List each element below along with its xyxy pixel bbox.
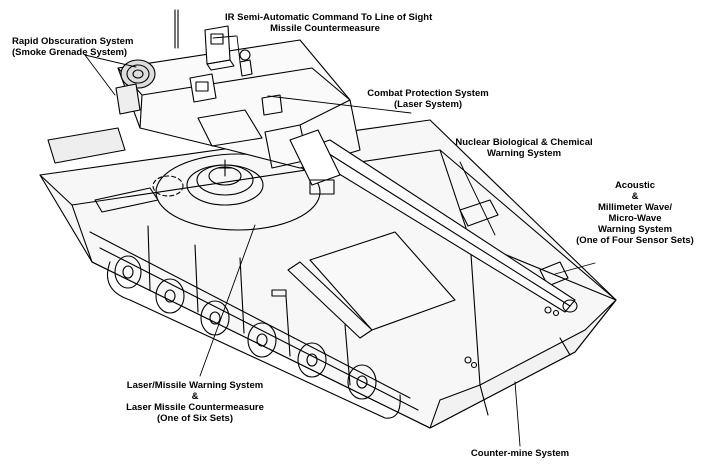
label-rapid-obscuration-line1: Rapid Obscuration System (12, 36, 134, 47)
label-ir-command-line2: Missile Countermeasure (270, 23, 380, 34)
label-ir-command: IR Semi-Automatic Command To Line of Sig… (225, 12, 433, 34)
label-laser-missile-line2: & (191, 391, 199, 402)
label-nbc-warning-line1: Nuclear Biological & Chemical (455, 137, 593, 148)
label-laser-missile: Laser/Missile Warning System & Laser Mis… (105, 380, 285, 424)
label-nbc-warning: Nuclear Biological & Chemical Warning Sy… (445, 137, 603, 159)
main-gun (289, 129, 578, 313)
road-wheels (106, 255, 401, 419)
label-combat-protection-line2: (Laser System) (393, 99, 463, 110)
label-laser-missile-line3: Laser Missile Countermeasure (126, 402, 264, 413)
label-rapid-obscuration-line2: (Smoke Grenade System) (12, 47, 128, 58)
leader-lines (84, 35, 596, 447)
turret-ring (152, 153, 321, 231)
label-counter-mine: Counter-mine System (445, 448, 595, 459)
label-acoustic-line3: Millimeter Wave/ (597, 202, 673, 213)
label-combat-protection: Combat Protection System (Laser System) (363, 88, 493, 110)
combat-protection-box (189, 73, 283, 116)
label-counter-mine-line1: Counter-mine System (470, 448, 570, 459)
label-acoustic-line2: & (631, 191, 639, 202)
label-combat-protection-line1: Combat Protection System (367, 88, 489, 99)
label-acoustic-line6: (One of Four Sensor Sets) (576, 235, 694, 246)
tank-hull (39, 119, 617, 429)
label-rapid-obscuration: Rapid Obscuration System (Smoke Grenade … (12, 36, 152, 58)
ir-countermeasure-box (174, 9, 253, 77)
label-ir-command-line1: IR Semi-Automatic Command To Line of Sig… (225, 12, 433, 23)
label-acoustic-line4: Micro-Wave (608, 213, 662, 224)
label-nbc-warning-line2: Warning System (486, 148, 562, 159)
label-acoustic-line5: Warning System (597, 224, 673, 235)
label-acoustic-sensors: Acoustic & Millimeter Wave/ Micro-Wave W… (560, 180, 710, 246)
label-laser-missile-line1: Laser/Missile Warning System (126, 380, 264, 391)
label-laser-missile-line4: (One of Six Sets) (156, 413, 233, 424)
label-acoustic-line1: Acoustic (614, 180, 656, 191)
